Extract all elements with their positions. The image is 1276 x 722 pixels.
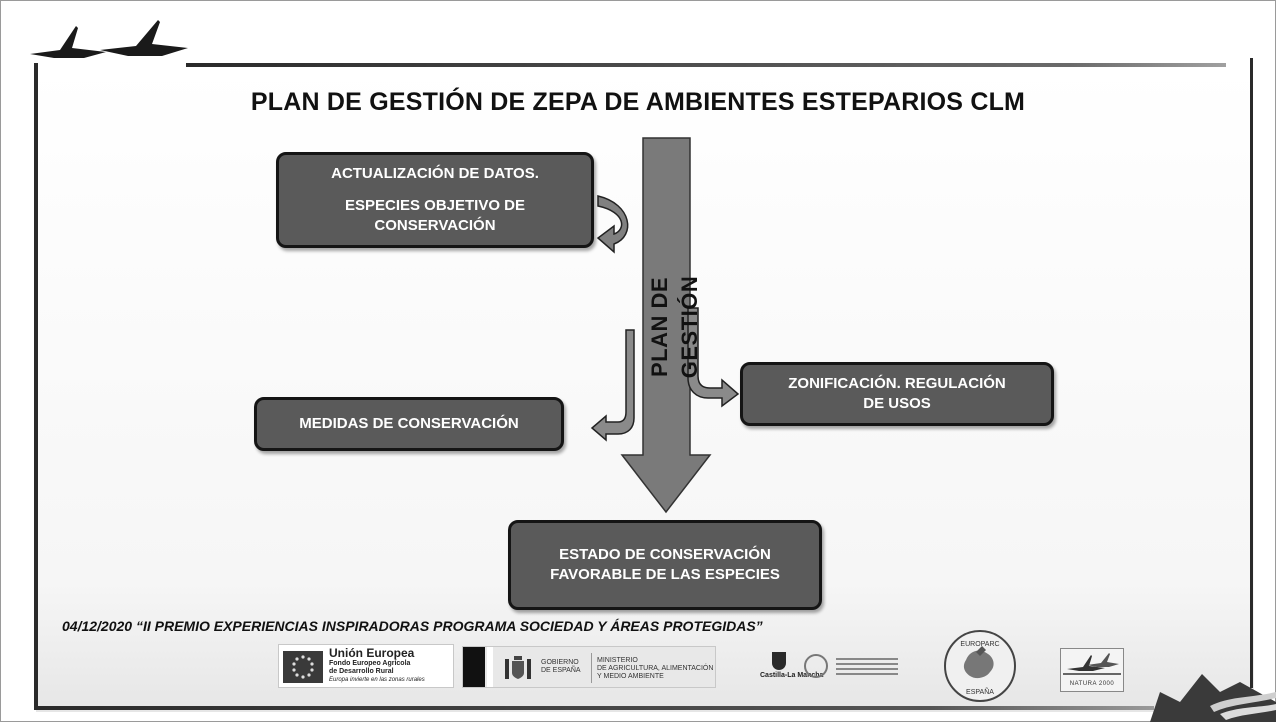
- eu-name: Unión Europea: [329, 646, 415, 660]
- box-estado-line1: ESTADO DE CONSERVACIÓN: [559, 546, 771, 563]
- box-actualizacion-datos: ACTUALIZACIÓN DE DATOS. ESPECIES OBJETIV…: [276, 152, 594, 248]
- clm-shield-icon: [772, 652, 786, 670]
- box-estado-conservacion: ESTADO DE CONSERVACIÓN FAVORABLE DE LAS …: [508, 520, 822, 610]
- eu-tagline: Europa invierte en las zonas rurales: [329, 677, 425, 683]
- box-zonificacion-line2: DE USOS: [863, 395, 931, 412]
- mountain-wave-icon: [1150, 674, 1276, 722]
- box-medidas-label: MEDIDAS DE CONSERVACIÓN: [299, 415, 519, 432]
- natura-2000-logo: NATURA 2000: [1060, 648, 1124, 692]
- gobierno-separator: [591, 653, 592, 683]
- branch-arrow-zonificacion: [687, 307, 740, 408]
- europarc-logo: EUROPARC ESPAÑA: [944, 630, 1016, 702]
- coat-of-arms-icon: [505, 656, 531, 679]
- natura-birds-icon: [1063, 653, 1121, 675]
- box-datos-line3: CONSERVACIÓN: [374, 217, 496, 234]
- box-zonificacion: ZONIFICACIÓN. REGULACIÓN DE USOS: [740, 362, 1054, 426]
- europarc-bottom-text: ESPAÑA: [966, 687, 994, 696]
- eu-line2: de Desarrollo Rural: [329, 668, 394, 675]
- box-medidas-conservacion: MEDIDAS DE CONSERVACIÓN: [254, 397, 564, 451]
- main-down-arrow: [620, 137, 712, 514]
- curved-return-arrow: [596, 195, 629, 254]
- box-datos-line2: ESPECIES OBJETIVO DE: [344, 197, 526, 214]
- gobierno-stripe-light: [487, 647, 493, 687]
- ministerio-line3: Y MEDIO AMBIENTE: [597, 673, 664, 680]
- clm-seal-icon: [804, 654, 828, 678]
- box-estado-line2: FAVORABLE DE LAS ESPECIES: [550, 566, 780, 583]
- footer-caption: 04/12/2020 “II PREMIO EXPERIENCIAS INSPI…: [62, 618, 763, 634]
- gobierno-line1: GOBIERNO: [541, 659, 579, 666]
- europarc-map-icon: EUROPARC ESPAÑA: [960, 641, 999, 696]
- left-rule: [34, 63, 38, 707]
- eu-line1: Fondo Europeo Agrícola: [329, 660, 411, 667]
- gobierno-line2: DE ESPAÑA: [541, 667, 581, 674]
- clm-name: Castilla-La Mancha: [760, 672, 824, 679]
- eu-flag-icon: [283, 651, 323, 683]
- top-rule: [186, 63, 1226, 67]
- central-arrow-label: PLAN DE GESTIÓN: [647, 275, 702, 379]
- eu-feader-logo: Unión Europea Fondo Europeo Agrícola de …: [278, 644, 454, 688]
- clm-fine-print: [836, 658, 898, 678]
- bottom-rule: [34, 706, 1154, 710]
- birds-logo-icon: [30, 20, 188, 58]
- branch-arrow-medidas: [590, 329, 635, 442]
- ministerio-line2: DE AGRICULTURA, ALIMENTACIÓN: [597, 665, 714, 672]
- gobierno-espana-logo: GOBIERNO DE ESPAÑA MINISTERIO DE AGRICUL…: [462, 646, 716, 688]
- ministerio-line1: MINISTERIO: [597, 657, 638, 664]
- box-datos-line1: ACTUALIZACIÓN DE DATOS.: [331, 165, 539, 182]
- europarc-top-text: EUROPARC: [960, 641, 999, 648]
- gobierno-stripe: [463, 647, 485, 687]
- castilla-la-mancha-logo: Castilla-La Mancha: [760, 652, 900, 686]
- right-rule: [1250, 58, 1253, 688]
- box-zonificacion-line1: ZONIFICACIÓN. REGULACIÓN: [788, 375, 1006, 392]
- slide-title: PLAN DE GESTIÓN DE ZEPA DE AMBIENTES EST…: [250, 88, 1026, 116]
- natura-text: NATURA 2000: [1069, 681, 1115, 687]
